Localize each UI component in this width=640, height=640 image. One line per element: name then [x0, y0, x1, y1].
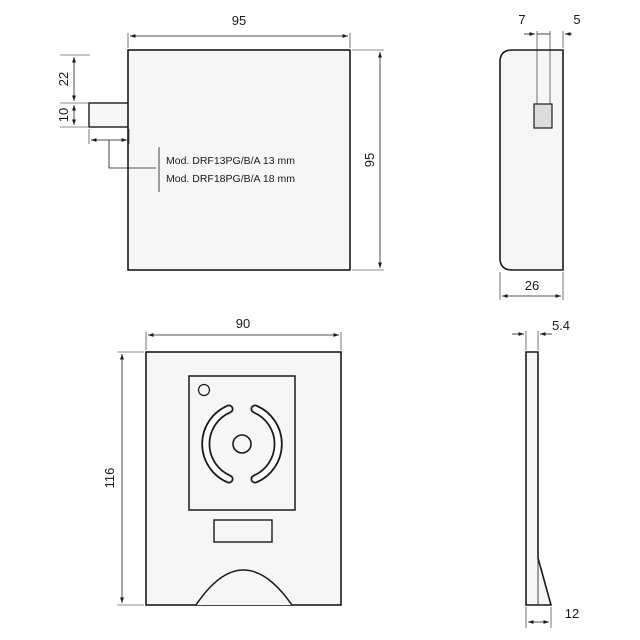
lock-side-view: 7 5 26	[499, 12, 581, 300]
latch-bolt	[88, 102, 131, 128]
note-model-13: Mod. DRF13PG/B/A 13 mm	[166, 155, 295, 167]
label-slot	[213, 519, 273, 543]
lock-side-body	[499, 49, 564, 271]
note-model-18: Mod. DRF18PG/B/A 18 mm	[166, 173, 295, 185]
dim-side-a: 7	[518, 12, 525, 27]
dim-front-width: 95	[232, 13, 246, 28]
note-leader	[108, 140, 156, 169]
reader-front-view: 90 116	[102, 316, 342, 606]
dim-latch-offset: 22	[56, 72, 71, 86]
bottom-arch	[195, 569, 293, 606]
latch-slot	[533, 103, 553, 129]
lock-front-view: 95 95 22 10 Mod. DRF13PG/B/A 13 mm Mod. …	[56, 13, 384, 271]
dim-side-total: 26	[525, 278, 539, 293]
dim-side-b: 5	[573, 12, 580, 27]
reader-side-view: 5.4 12	[512, 318, 579, 628]
dim-front-height: 95	[362, 153, 377, 167]
dim-reader-base: 12	[565, 606, 579, 621]
dim-latch-height: 10	[56, 108, 71, 122]
led-indicator	[197, 383, 211, 397]
rfid-center-icon	[232, 434, 252, 454]
reader-side-body	[525, 351, 553, 606]
lock-body	[127, 49, 351, 271]
dim-reader-width: 90	[236, 316, 250, 331]
dim-reader-thickness: 5.4	[552, 318, 570, 333]
dim-reader-height: 116	[102, 468, 117, 489]
